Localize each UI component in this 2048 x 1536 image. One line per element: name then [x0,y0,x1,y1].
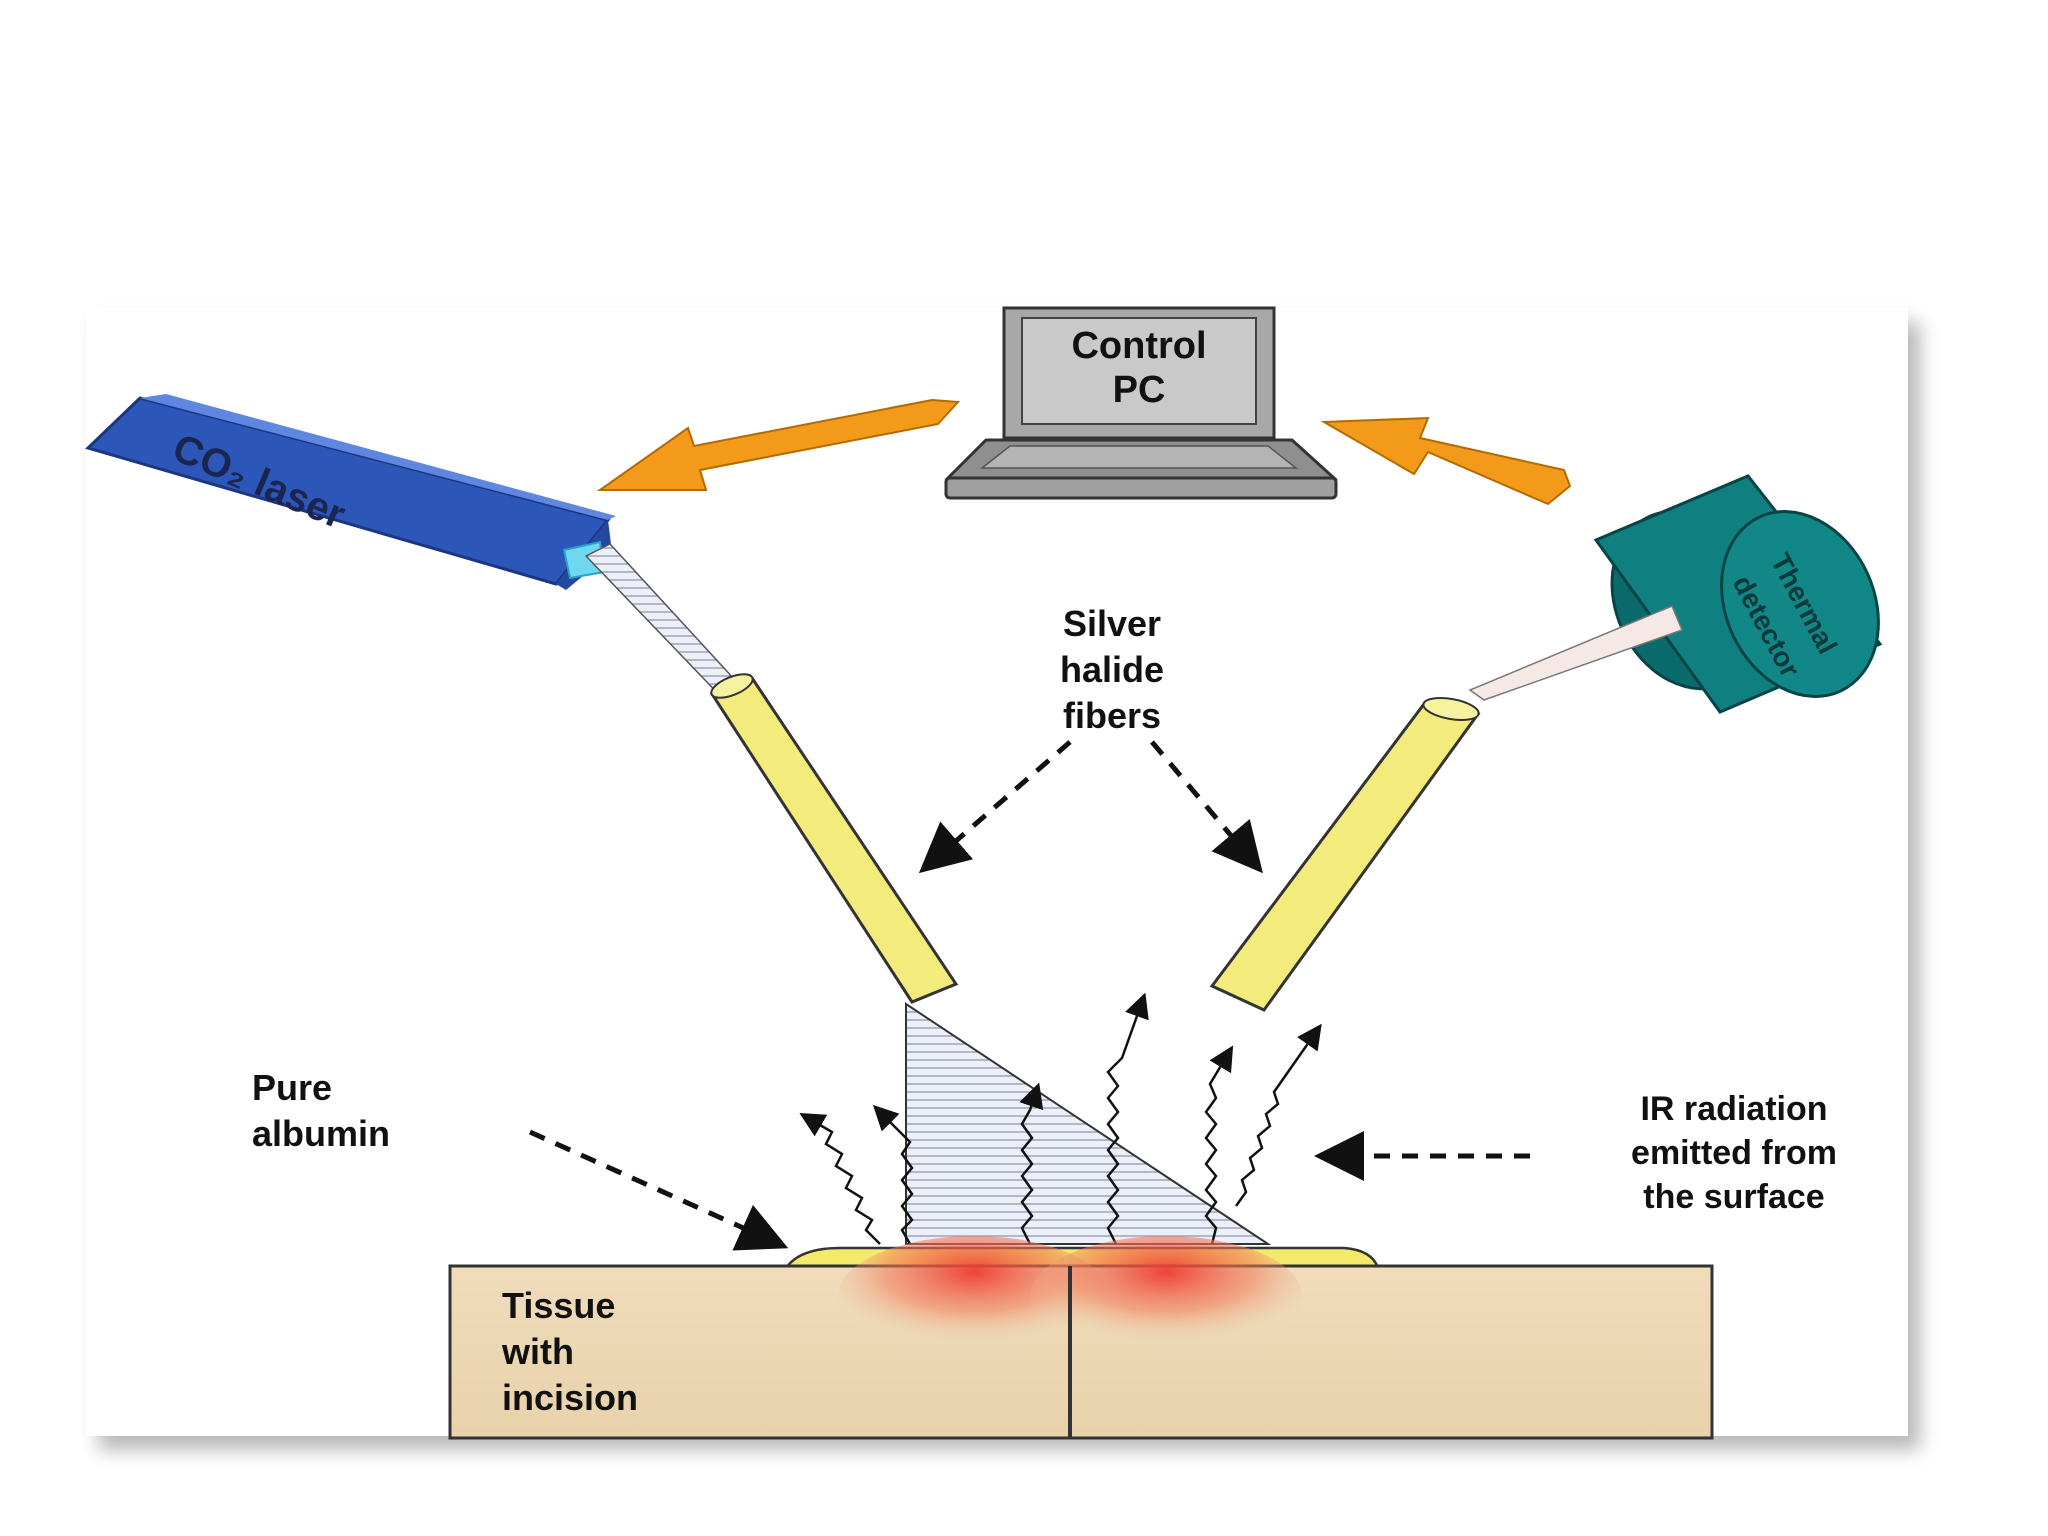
left-silver-halide-fiber [709,673,959,1004]
heat-zone-left [838,1236,1110,1356]
silver-label-line3: fibers [1063,695,1161,736]
control-pc-laptop: Control PC [944,306,1338,500]
arrow-detector-to-pc [1320,416,1572,506]
tissue-block: Tissue with incision [448,1236,1714,1440]
ir-label-line1: IR radiation [1640,1090,1827,1128]
ir-label-line2: emitted from [1631,1134,1837,1172]
arrow-pc-to-laser [596,398,961,491]
tissue-label-line3: incision [502,1377,638,1418]
ir-radiation-label: IR radiation emitted from the surface [1631,1090,1837,1216]
fiber-to-detector-beam [1468,605,1683,701]
ir-wavy-arrows [799,992,1322,1245]
silver-label-pointers [918,740,1263,874]
control-pc-label-line1: Control [1071,325,1206,367]
pure-albumin-pointer [528,1129,789,1251]
thermal-detector-device: Thermal detector [1593,474,1883,714]
pure-label-line2: albumin [252,1113,390,1154]
right-silver-halide-fiber [1209,697,1481,1012]
pure-albumin-label: Pure albumin [252,1067,390,1154]
laser-spot-beam [905,1002,1272,1245]
silver-label-line1: Silver [1063,603,1161,644]
co2-laser-device: CO₂ laser [85,394,616,590]
ir-label-line3: the surface [1643,1178,1824,1216]
tissue-label-line2: with [501,1331,574,1372]
heat-zone-right [1030,1236,1302,1356]
control-pc-label-line2: PC [1113,369,1166,411]
silver-halide-label: Silver halide fibers [1060,603,1164,736]
pure-label-line1: Pure [252,1067,332,1108]
tissue-label-line1: Tissue [502,1285,615,1326]
silver-label-line2: halide [1060,649,1164,690]
